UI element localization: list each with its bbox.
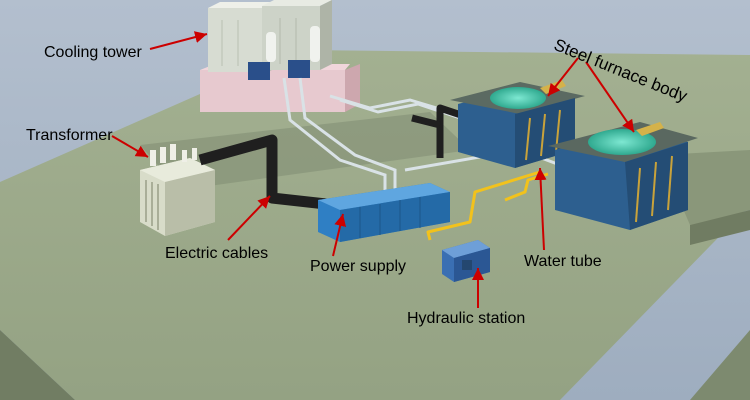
electric-cables-arrow	[227, 195, 271, 241]
furnace-arrow-1	[547, 57, 579, 97]
electric-cables-label: Electric cables	[165, 245, 269, 262]
cooling-tower-label: Cooling tower	[44, 44, 142, 61]
power-supply-label: Power supply	[310, 258, 407, 275]
power-supply-arrow	[332, 213, 347, 257]
power-supply-cabinet	[318, 183, 450, 242]
transformer-label: Transformer	[26, 127, 113, 144]
transformer	[140, 144, 215, 236]
cooling-tower	[200, 0, 360, 112]
steel-furnace-2	[548, 122, 698, 230]
furnace-arrow-2	[585, 61, 635, 133]
transformer-arrow	[111, 135, 149, 158]
cooling-tower-arrow	[149, 31, 208, 50]
water-tube-label: Water tube	[524, 253, 602, 270]
water-tube-arrow	[534, 167, 547, 251]
label-arrows	[111, 31, 635, 308]
hydraulic-station-label: Hydraulic station	[407, 310, 526, 327]
